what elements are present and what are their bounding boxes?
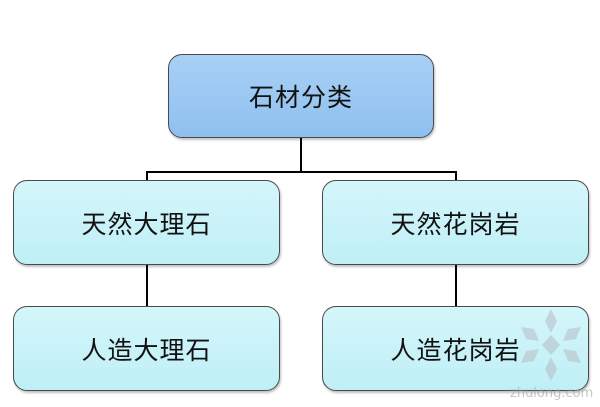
left-branch-drop-line (146, 171, 148, 181)
left-child-connector-line (146, 265, 148, 306)
branch-horizontal-line (146, 171, 456, 173)
right-child-connector-line (455, 265, 457, 306)
node-artificial-granite: 人造花岗岩 (322, 306, 589, 391)
watermark-snowflake-icon (521, 309, 581, 381)
node-label: 天然花岗岩 (390, 209, 521, 239)
root-node-stone-classification: 石材分类 (168, 54, 434, 138)
node-artificial-marble: 人造大理石 (13, 306, 280, 391)
node-label: 人造大理石 (81, 335, 212, 365)
node-natural-granite: 天然花岗岩 (322, 180, 589, 265)
watermark-logo: zhulong.com (510, 305, 594, 401)
node-natural-marble: 天然大理石 (13, 180, 280, 265)
node-label: 天然大理石 (81, 209, 212, 239)
node-label: 人造花岗岩 (390, 335, 521, 365)
right-branch-drop-line (455, 171, 457, 181)
root-stem-line (300, 138, 302, 171)
watermark-text: zhulong.com (510, 386, 594, 401)
root-node-label: 石材分类 (248, 83, 353, 112)
